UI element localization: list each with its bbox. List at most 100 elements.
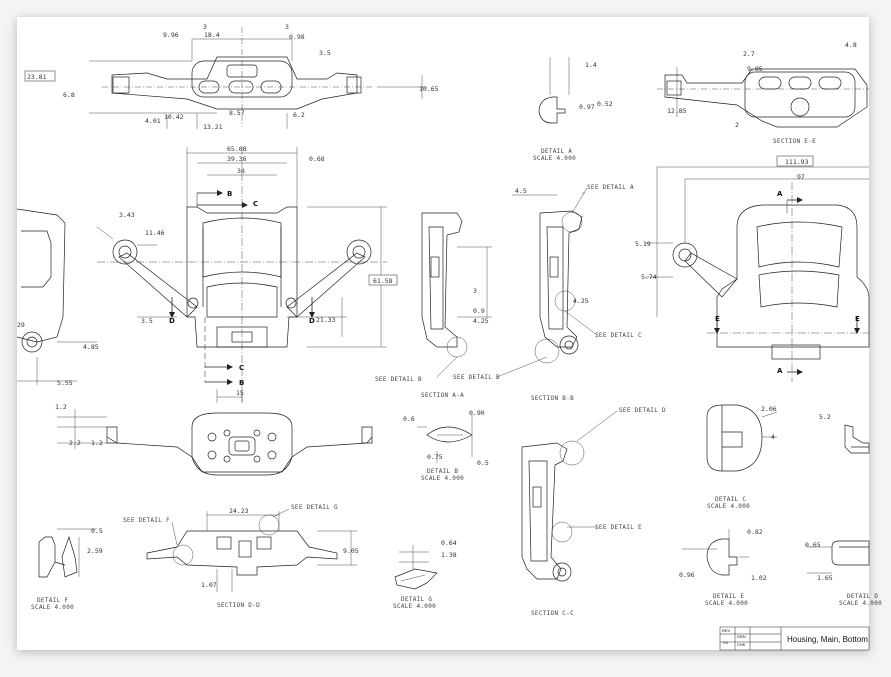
detail-e-view	[682, 529, 749, 576]
title-block-code: X3	[723, 640, 729, 645]
dims-detail-b-3: 0.5	[477, 459, 489, 467]
dims-right-view-3: 5.74	[641, 273, 657, 281]
see-detail-c-callout-1: SEE DETAIL C	[595, 332, 642, 339]
dims-detail-b-2: 0.75	[427, 453, 443, 461]
dims-section-bb-3: 4.25	[473, 317, 489, 325]
detail-c-label: DETAIL C	[715, 496, 746, 503]
dims-detail-e-2: 1.02	[751, 574, 767, 582]
title-block-checked-label: CHK	[737, 642, 746, 647]
dims-left-view-2: 29	[17, 321, 25, 329]
section-marker-5: B	[239, 379, 244, 387]
dims-section-ee-top-0: 1.4	[585, 61, 597, 69]
dims-main-view-6: 3.5	[141, 317, 153, 325]
dims-detail-g-0: 0.64	[441, 539, 457, 547]
right-view	[645, 155, 870, 382]
dims-top-view-8: 4.01	[145, 117, 161, 125]
dims-main-view-1: 39.36	[227, 155, 247, 163]
dims-left-view-1: 5.55	[57, 379, 73, 387]
dims-main-view-5: 11.46	[145, 229, 165, 237]
dims-section-bb-0: 4.5	[515, 187, 527, 195]
top-view	[24, 27, 427, 129]
section-marker-0: B	[227, 190, 232, 198]
detail-g-view	[394, 545, 438, 590]
dims-bottom-view-1: 2.2	[69, 439, 81, 447]
scale-d-label: SCALE 4.000	[839, 600, 882, 607]
dims-main-view-7: 21.33	[316, 316, 336, 324]
dims-left-view-0: 4.85	[83, 343, 99, 351]
dims-top-view-0: 9.96	[163, 31, 179, 39]
detail-e-label: DETAIL E	[713, 593, 744, 600]
section-aa-label: SECTION A-A	[421, 392, 464, 399]
detail-g-label: DETAIL G	[401, 596, 432, 603]
dims-section-ee-top-5: 0.97	[579, 103, 595, 111]
main-view	[96, 147, 398, 403]
section-marker-1: C	[253, 200, 258, 208]
scale-e-label: SCALE 4.000	[705, 600, 748, 607]
dims-top-view-2: 3	[203, 23, 207, 31]
section-ee-top-view	[657, 67, 869, 128]
dims-main-view-4: 3.43	[119, 211, 135, 219]
dims-section-dd-2: 1.07	[201, 581, 217, 589]
section-marker-2: D	[169, 317, 175, 325]
dims-section-ee-top-7: 2	[735, 121, 739, 129]
dims-detail-f-1: 2.59	[87, 547, 103, 555]
dims-main-view-0: 65.08	[227, 145, 247, 153]
section-cc-view	[521, 440, 585, 582]
section-marker-7: A	[777, 367, 783, 375]
detail-f-view	[38, 528, 97, 578]
dims-detail-e-0: 0.82	[747, 528, 763, 536]
dims-top-view-1: 18.4	[204, 31, 220, 39]
scale-b-label: SCALE 4.000	[421, 475, 464, 482]
see-detail-e-callout-5: SEE DETAIL E	[595, 524, 642, 531]
dims-top-view-12: 6.2	[293, 111, 305, 119]
dims-top-view-13: 23.81	[27, 73, 47, 81]
dims-section-dd-1: 9.05	[343, 547, 359, 555]
dims-detail-d-1: 1.65	[817, 574, 833, 582]
dims-detail-d-0: 0.65	[805, 541, 821, 549]
detail-b-label: DETAIL B	[427, 468, 458, 475]
see-detail-d-callout-4: SEE DETAIL D	[619, 407, 666, 414]
scale-c-label: SCALE 4.000	[707, 503, 750, 510]
section-marker-4: C	[239, 364, 244, 372]
see-detail-f-callout-6: SEE DETAIL F	[123, 517, 170, 524]
dims-right-view-2: 5.19	[635, 240, 651, 248]
dims-section-bb-2: 0.9	[473, 307, 485, 315]
dims-bottom-view-0: 1.2	[55, 403, 67, 411]
section-aa-view	[421, 212, 492, 358]
see-detail-b-callout-2: SEE DETAIL B	[375, 376, 422, 383]
left-side-view	[16, 208, 97, 385]
detail-d-partial-view	[844, 424, 870, 454]
dims-detail-f-0: 0.5	[91, 527, 103, 535]
detail-f-label: DETAIL F	[37, 597, 68, 604]
dims-detail-c-2: 5.2	[819, 413, 831, 421]
dims-bottom-view-2: 1.2	[91, 439, 103, 447]
section-marker-6: A	[777, 190, 783, 198]
detail-c-view	[706, 404, 778, 472]
dims-right-view-0: 111.93	[785, 158, 809, 166]
dims-top-view-4: 0.98	[289, 33, 305, 41]
dims-top-view-6: 6.8	[63, 91, 75, 99]
section-cc-label: SECTION C-C	[531, 610, 574, 617]
dims-top-view-5: 3.5	[319, 49, 331, 57]
dims-detail-b-0: 0.6	[403, 415, 415, 423]
dims-main-view-9: 15	[236, 389, 244, 397]
dims-section-ee-top-1: 2.7	[743, 50, 755, 58]
section-bb-label: SECTION B-B	[531, 395, 574, 402]
technical-drawing: 9.9618.4330.983.56.810.654.0110.428.5713…	[16, 23, 882, 651]
dims-right-view-1: 97	[797, 173, 805, 181]
see-detail-b-callout-3: SEE DETAIL B	[453, 374, 500, 381]
dims-top-view-3: 3	[285, 23, 289, 31]
dims-top-view-9: 10.42	[164, 113, 184, 121]
detail-d-view	[807, 540, 870, 574]
detail-d-label: DETAIL D	[847, 593, 878, 600]
dims-section-ee-top-3: 9.05	[747, 65, 763, 73]
title-block-rev-label: REV	[722, 628, 731, 633]
section-marker-8: E	[715, 315, 720, 323]
section-bb-view	[512, 192, 585, 364]
dims-top-view-7: 10.65	[419, 85, 439, 93]
scale-g-label: SCALE 4.000	[393, 603, 436, 610]
dims-top-view-10: 8.57	[229, 109, 245, 117]
dims-main-view-8: 61.58	[373, 277, 393, 285]
dims-section-ee-top-4: 12.85	[667, 107, 687, 115]
